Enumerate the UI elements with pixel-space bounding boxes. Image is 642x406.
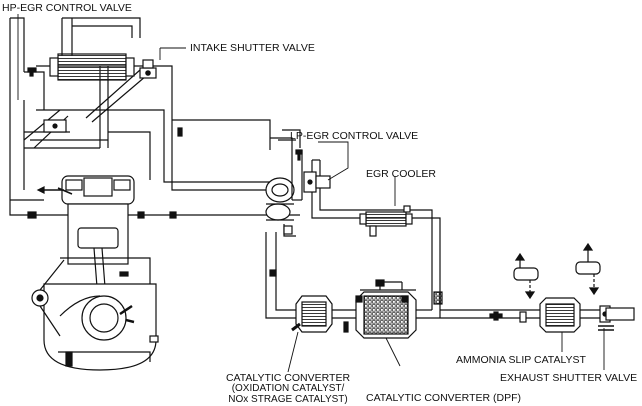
lp-egr-control-valve-label: LP-EGR CONTROL VALVE: [290, 130, 419, 142]
intercooler: [49, 53, 135, 81]
flow-arrows: [513, 242, 601, 300]
hp-egr-control-valve-label: HP-EGR CONTROL VALVE: [2, 2, 132, 14]
intake-shutter-valve-label: INTAKE SHUTTER VALVE: [190, 42, 315, 54]
sensor-markers: [27, 67, 503, 321]
catalytic-converter-oxidation-label-line3: NOx STRAGE CATALYST): [228, 394, 348, 405]
engine-block: [31, 175, 159, 371]
ammonia-slip-catalyst-label: AMMONIA SLIP CATALYST: [456, 354, 586, 366]
exhaust-shutter-valve-label: EXHAUST SHUTTER VALVE: [500, 372, 638, 384]
catalytic-converter-dpf-label: CATALYTIC CONVERTER (DPF): [366, 392, 521, 404]
exhaust-piping: [265, 232, 606, 319]
lp-egr-control-valve: [303, 171, 331, 193]
hp-egr-control-valve: [43, 119, 67, 133]
catalytic-converter-dpf: [355, 279, 417, 339]
catalytic-converter-oxidation: [291, 295, 349, 333]
pressure-sensor: [433, 291, 527, 323]
catalytic-converter-oxidation-label-line2: (OXIDATION CATALYST/: [231, 383, 345, 394]
catalytic-converter-oxidation-label-line1: CATALYTIC CONVERTER: [225, 372, 351, 384]
catalytic-converter-oxidation-label: CATALYTIC CONVERTER (OXIDATION CATALYST/…: [222, 372, 354, 406]
leader-lines: [17, 14, 605, 373]
egr-cooler-label: EGR COOLER: [366, 168, 437, 180]
intake-shutter-valve: [139, 59, 157, 79]
lp-egr-piping: [270, 137, 441, 318]
ammonia-slip-catalyst: [539, 297, 581, 333]
egr-cooler: [359, 205, 413, 237]
exhaust-shutter-valve: [598, 305, 635, 331]
turbocharger: [265, 177, 296, 237]
